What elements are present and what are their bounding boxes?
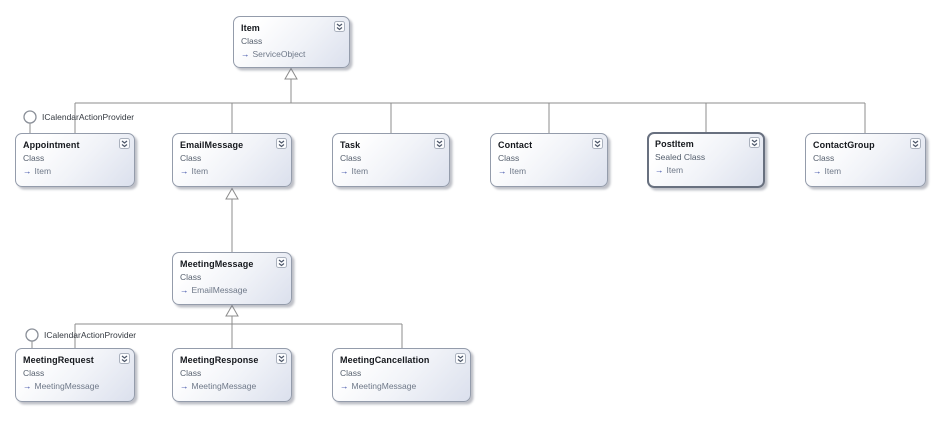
class-kind: Class: [23, 153, 45, 163]
expand-chevron-icon[interactable]: [434, 138, 445, 149]
inheritance-triangle-icon: [284, 67, 298, 80]
class-title: MeetingRequest: [23, 355, 94, 365]
class-title: Contact: [498, 140, 533, 150]
class-kind: Class: [180, 272, 202, 282]
class-box-meetingmessage[interactable]: MeetingMessage Class →EmailMessage: [172, 252, 292, 305]
class-kind: Class: [498, 153, 520, 163]
base-type-arrow-icon: →: [241, 49, 250, 59]
class-title: PostItem: [655, 139, 694, 149]
lollipop-circle-icon[interactable]: [25, 328, 39, 342]
interface-lollipop-appointment[interactable]: [23, 110, 37, 133]
interface-lollipop-meetingrequest[interactable]: [25, 328, 39, 348]
class-title: MeetingResponse: [180, 355, 259, 365]
base-type-arrow-icon: →: [180, 285, 189, 295]
inheritance-connectors-item: [74, 79, 866, 133]
interface-label-meetingrequest[interactable]: ICalendarActionProvider: [44, 330, 137, 340]
class-base-type: →EmailMessage: [180, 285, 248, 295]
expand-chevron-icon[interactable]: [455, 353, 466, 364]
class-title: EmailMessage: [180, 140, 244, 150]
inheritance-connectors-meetingmessage-children: [74, 316, 403, 348]
class-kind: Class: [180, 153, 202, 163]
class-title: MeetingCancellation: [340, 355, 430, 365]
class-base-type: →MeetingMessage: [180, 381, 257, 391]
base-type-arrow-icon: →: [340, 166, 349, 176]
class-base-type: →Item: [813, 166, 842, 176]
class-box-meetingresponse[interactable]: MeetingResponse Class →MeetingMessage: [172, 348, 292, 402]
expand-chevron-icon[interactable]: [749, 137, 760, 148]
interface-label-appointment[interactable]: ICalendarActionProvider: [42, 112, 135, 122]
expand-chevron-icon[interactable]: [276, 257, 287, 268]
class-base-type: →Item: [180, 166, 209, 176]
class-box-meetingrequest[interactable]: MeetingRequest Class →MeetingMessage: [15, 348, 135, 402]
base-type-arrow-icon: →: [340, 381, 349, 391]
lollipop-circle-icon[interactable]: [23, 110, 37, 124]
class-title: Appointment: [23, 140, 80, 150]
class-title: MeetingMessage: [180, 259, 254, 269]
class-kind: Sealed Class: [655, 152, 706, 162]
base-type-arrow-icon: →: [655, 165, 664, 175]
expand-chevron-icon[interactable]: [910, 138, 921, 149]
base-type-arrow-icon: →: [498, 166, 507, 176]
class-box-task[interactable]: Task Class →Item: [332, 133, 450, 187]
class-box-meetingcancellation[interactable]: MeetingCancellation Class →MeetingMessag…: [332, 348, 471, 402]
base-type-arrow-icon: →: [180, 381, 189, 391]
expand-chevron-icon[interactable]: [119, 353, 130, 364]
class-base-type: →ServiceObject: [241, 49, 306, 59]
class-kind: Class: [241, 36, 263, 46]
inheritance-triangle-icon: [225, 304, 239, 317]
class-title: ContactGroup: [813, 140, 875, 150]
class-box-contact[interactable]: Contact Class →Item: [490, 133, 608, 187]
expand-chevron-icon[interactable]: [276, 353, 287, 364]
class-kind: Class: [180, 368, 202, 378]
class-title: Task: [340, 140, 361, 150]
class-base-type: →Item: [498, 166, 527, 176]
class-kind: Class: [340, 368, 362, 378]
class-base-type: →Item: [340, 166, 369, 176]
expand-chevron-icon[interactable]: [334, 21, 345, 32]
expand-chevron-icon[interactable]: [119, 138, 130, 149]
class-kind: Class: [23, 368, 45, 378]
class-box-emailmessage[interactable]: EmailMessage Class →Item: [172, 133, 292, 187]
class-title: Item: [241, 23, 260, 33]
class-kind: Class: [813, 153, 835, 163]
expand-chevron-icon[interactable]: [276, 138, 287, 149]
class-box-item[interactable]: Item Class →ServiceObject: [233, 16, 350, 68]
base-type-arrow-icon: →: [23, 166, 32, 176]
class-base-type: →Item: [23, 166, 52, 176]
class-kind: Class: [340, 153, 362, 163]
expand-chevron-icon[interactable]: [592, 138, 603, 149]
base-type-arrow-icon: →: [180, 166, 189, 176]
class-base-type: →MeetingMessage: [340, 381, 417, 391]
inheritance-triangle-icon: [225, 187, 239, 200]
class-box-postitem[interactable]: PostItem Sealed Class →Item: [647, 132, 765, 188]
class-base-type: →Item: [655, 165, 684, 175]
base-type-arrow-icon: →: [23, 381, 32, 391]
class-box-appointment[interactable]: Appointment Class →Item: [15, 133, 135, 187]
class-base-type: →MeetingMessage: [23, 381, 100, 391]
base-type-arrow-icon: →: [813, 166, 822, 176]
class-box-contactgroup[interactable]: ContactGroup Class →Item: [805, 133, 926, 187]
